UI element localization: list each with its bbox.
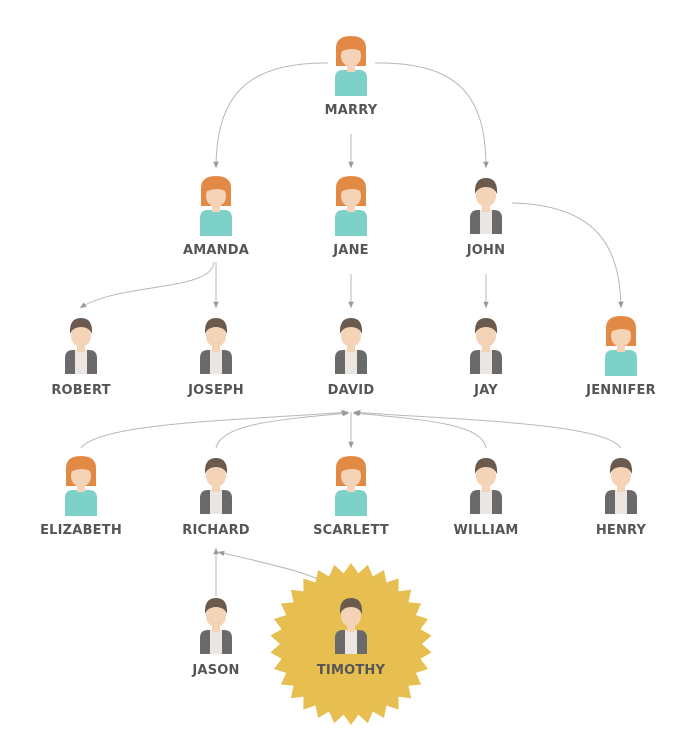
female-avatar-icon: [335, 36, 367, 96]
male-avatar-icon: [470, 178, 502, 234]
male-avatar-icon: [470, 318, 502, 374]
person-john[interactable]: JOHN: [466, 178, 505, 258]
person-name: JOSEPH: [187, 383, 244, 398]
male-avatar-icon: [605, 458, 637, 514]
female-avatar-icon: [200, 176, 232, 236]
person-name: DAVID: [328, 383, 375, 398]
male-avatar-icon: [65, 318, 97, 374]
person-name: RICHARD: [182, 523, 250, 538]
connector-david-richard: [215, 410, 350, 449]
person-name: SCARLETT: [313, 523, 389, 538]
person-name: JAY: [473, 383, 498, 398]
person-name: JENNIFER: [585, 383, 656, 398]
person-amanda[interactable]: AMANDA: [183, 176, 249, 258]
male-avatar-icon: [335, 598, 367, 654]
connector-amanda-robert: [79, 261, 215, 309]
person-joseph[interactable]: JOSEPH: [187, 318, 244, 398]
male-avatar-icon: [200, 598, 232, 654]
person-william[interactable]: WILLIAM: [454, 458, 519, 538]
person-name: ELIZABETH: [40, 523, 122, 538]
connector-marry-amanda: [213, 62, 329, 169]
male-avatar-icon: [470, 458, 502, 514]
male-avatar-icon: [335, 318, 367, 374]
person-name: TIMOTHY: [317, 663, 386, 678]
person-david[interactable]: DAVID: [328, 318, 375, 398]
female-avatar-icon: [65, 456, 97, 516]
person-jennifer[interactable]: JENNIFER: [585, 316, 656, 398]
person-name: JOHN: [466, 243, 505, 258]
person-scarlett[interactable]: SCARLETT: [313, 456, 389, 538]
person-nodes: MARRY AMANDA JANE JOHN ROBERT JOSEPH DAVID JAY J…: [40, 36, 656, 678]
person-name: WILLIAM: [454, 523, 519, 538]
person-name: HENRY: [596, 523, 647, 538]
person-name: JASON: [191, 663, 239, 678]
person-jason[interactable]: JASON: [191, 598, 239, 678]
person-name: JANE: [332, 243, 368, 258]
person-name: MARRY: [325, 103, 378, 118]
person-name: ROBERT: [51, 383, 110, 398]
person-timothy[interactable]: TIMOTHY: [317, 598, 386, 678]
female-avatar-icon: [335, 176, 367, 236]
connector-david-henry: [353, 409, 622, 449]
female-avatar-icon: [335, 456, 367, 516]
connector-david-elizabeth: [80, 409, 349, 449]
male-avatar-icon: [200, 318, 232, 374]
male-avatar-icon: [200, 458, 232, 514]
person-name: AMANDA: [183, 243, 249, 258]
female-avatar-icon: [605, 316, 637, 376]
connector-marry-john: [374, 62, 489, 169]
person-henry[interactable]: HENRY: [596, 458, 647, 538]
connector-lines: [79, 62, 624, 597]
person-richard[interactable]: RICHARD: [182, 458, 250, 538]
person-elizabeth[interactable]: ELIZABETH: [40, 456, 122, 538]
connector-john-jennifer: [511, 202, 624, 309]
connector-david-william: [352, 410, 487, 449]
person-jane[interactable]: JANE: [332, 176, 369, 258]
person-marry[interactable]: MARRY: [325, 36, 378, 118]
person-jay[interactable]: JAY: [470, 318, 502, 398]
person-robert[interactable]: ROBERT: [51, 318, 110, 398]
